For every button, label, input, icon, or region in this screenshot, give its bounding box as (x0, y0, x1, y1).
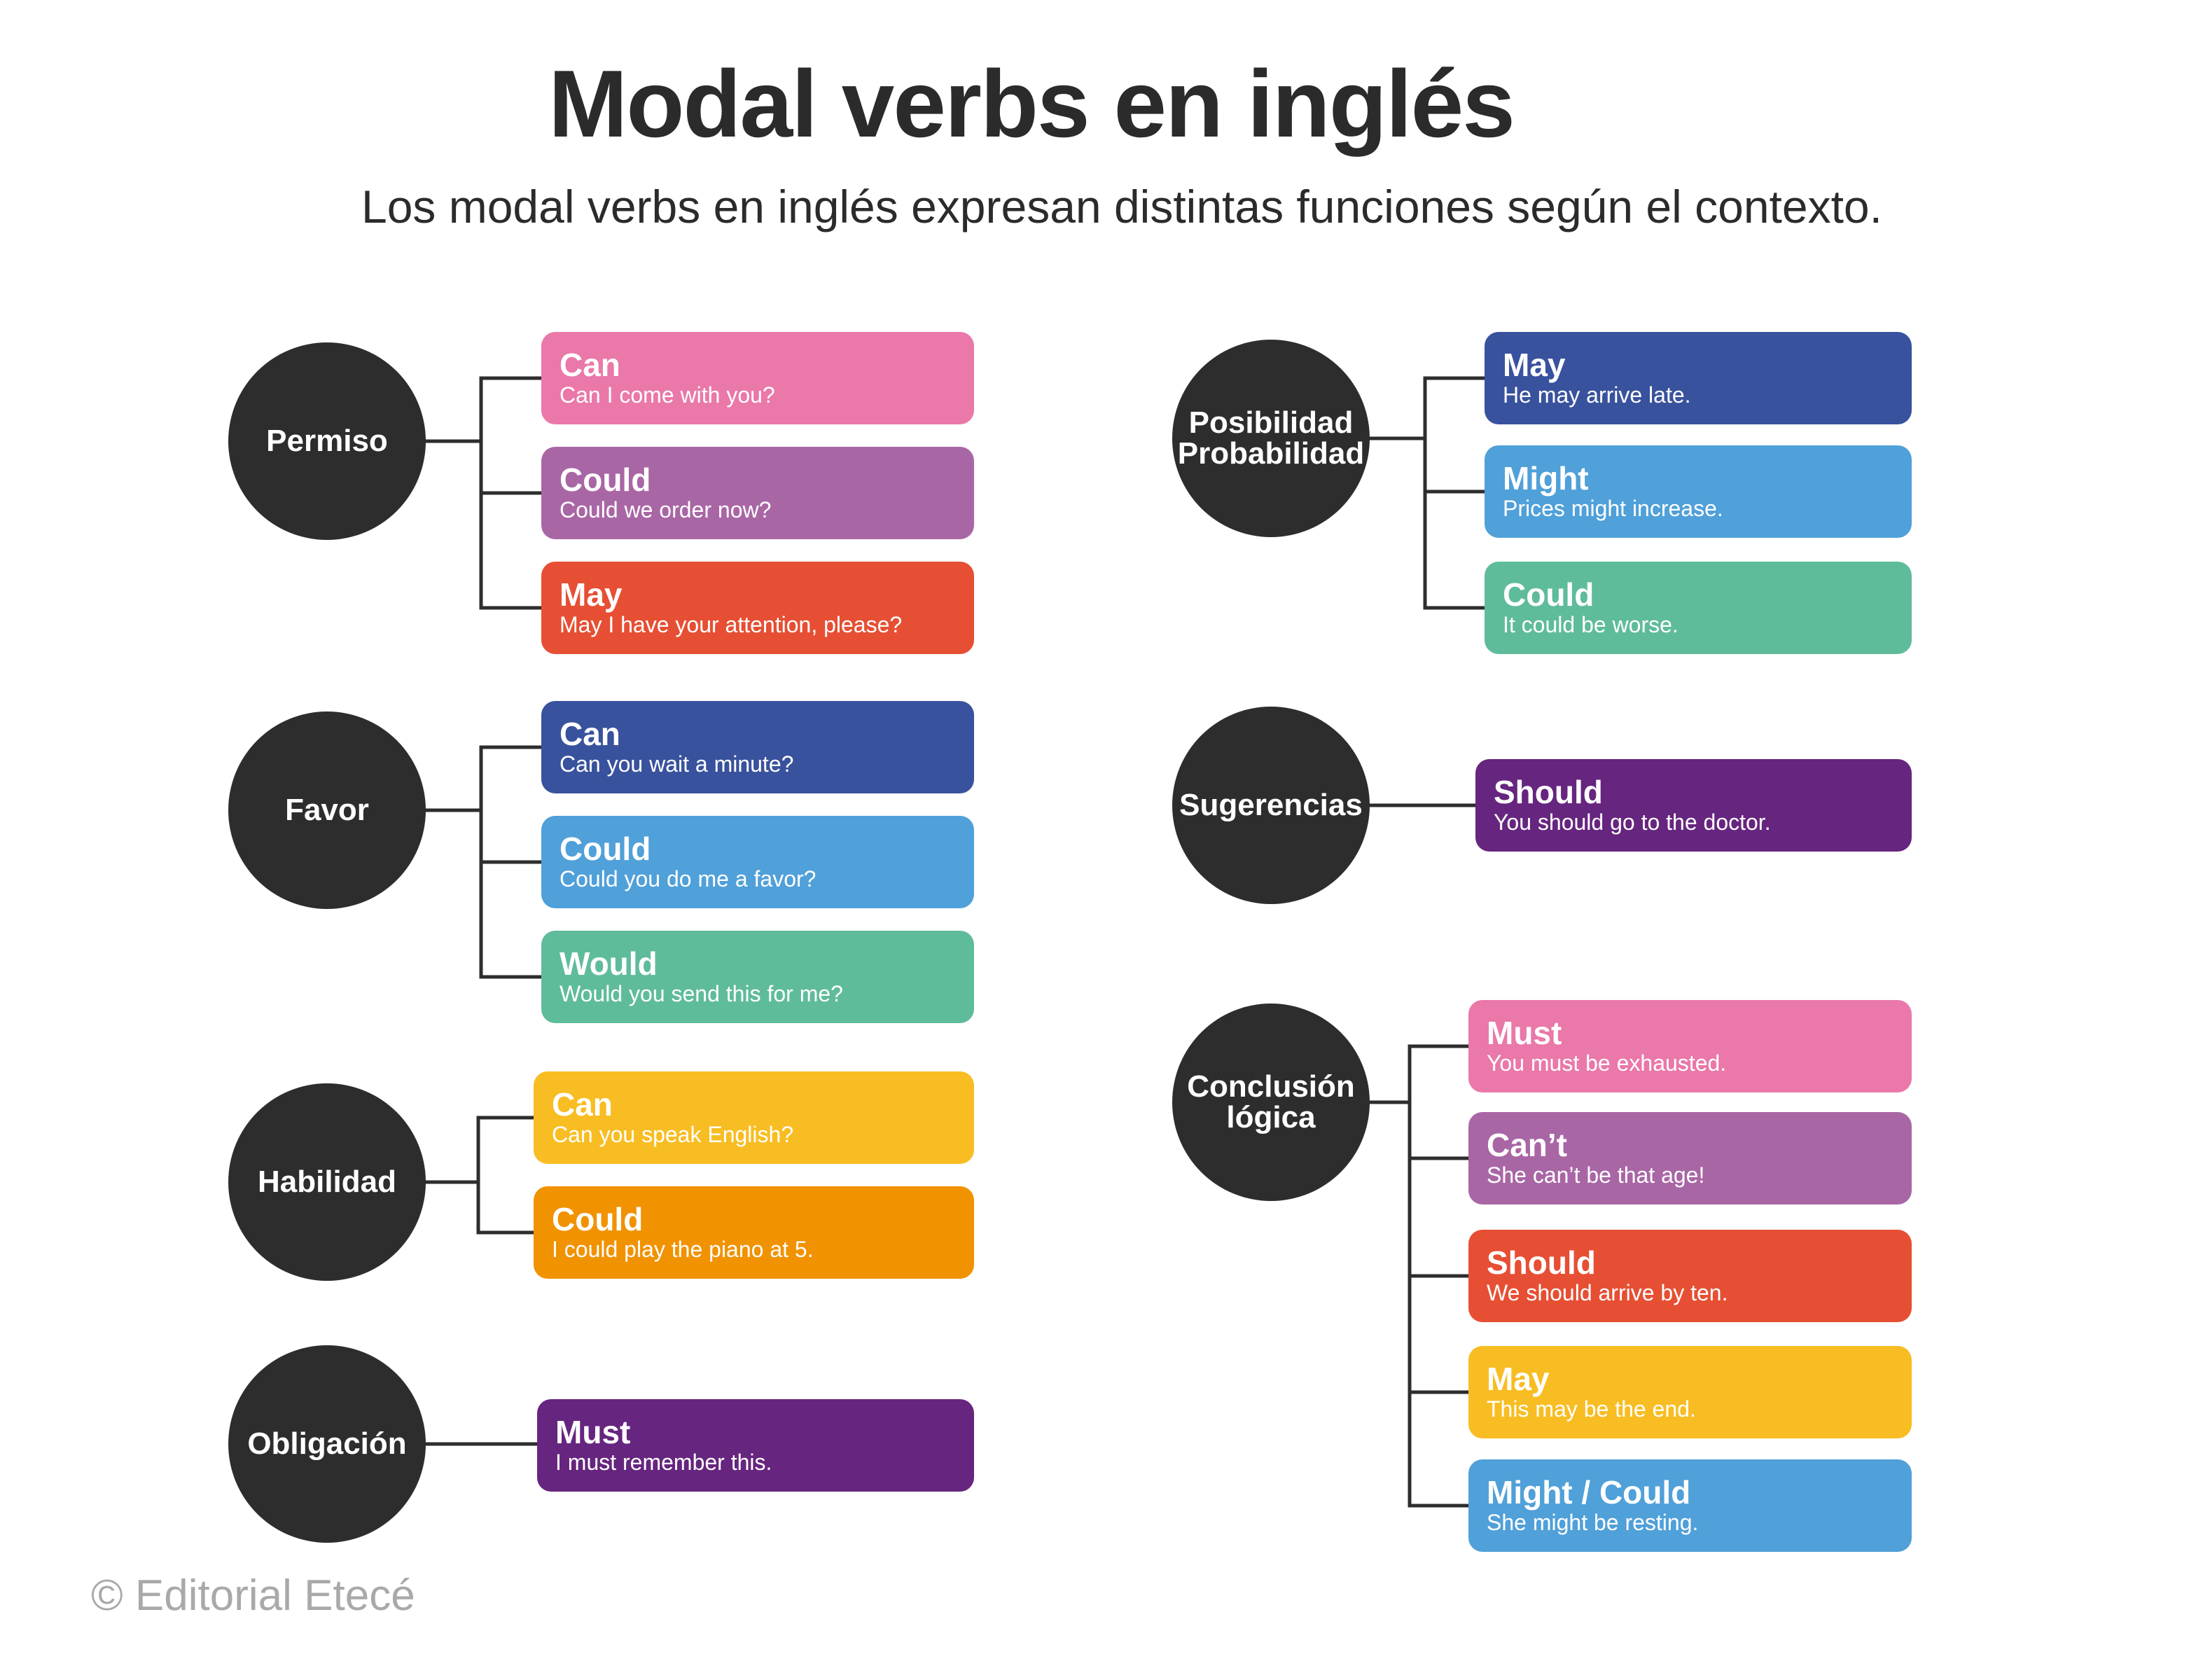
verb-label: Could (560, 830, 651, 867)
verb-example: I could play the piano at 5. (552, 1236, 814, 1262)
category-node-habilidad: Habilidad (228, 1083, 426, 1281)
verb-label: Might / Could (1487, 1473, 1691, 1511)
verb-example: She might be resting. (1487, 1509, 1699, 1535)
verb-label: Should (1487, 1244, 1596, 1281)
verb-label: Could (1503, 576, 1594, 613)
verb-label: Can (560, 346, 620, 383)
verb-example: Can I come with you? (560, 382, 775, 408)
verb-example: May I have your attention, please? (560, 611, 903, 637)
verb-label: Can (560, 715, 620, 752)
verb-example: She can’t be that age! (1487, 1162, 1705, 1188)
verb-label: Might (1503, 459, 1589, 497)
category-node-posibilidad-probabilidad: Posibilidad Probabilidad (1172, 340, 1370, 537)
verb-label: Would (560, 945, 658, 982)
verb-example: You must be exhausted. (1487, 1050, 1727, 1076)
verb-label: May (1503, 346, 1566, 383)
page-title: Modal verbs en inglés (548, 50, 1515, 157)
verb-example: He may arrive late. (1503, 382, 1691, 408)
verb-label: Can’t (1487, 1126, 1567, 1163)
category-node-favor: Favor (228, 711, 426, 909)
verb-example: Can you wait a minute? (560, 751, 794, 777)
category-node-sugerencias: Sugerencias (1172, 707, 1370, 904)
verb-label: Must (1487, 1014, 1562, 1051)
copyright-notice: © Editorial Etecé (91, 1571, 415, 1620)
page-subtitle: Los modal verbs en inglés expresan disti… (361, 181, 1882, 232)
verb-label: Must (555, 1413, 631, 1450)
verb-example: Would you send this for me? (560, 980, 843, 1006)
verb-example: I must remember this. (555, 1449, 772, 1475)
category-node-permiso: Permiso (228, 342, 426, 540)
verb-example: This may be the end. (1487, 1396, 1696, 1422)
verb-label: May (1487, 1360, 1550, 1397)
verb-label: May (560, 576, 623, 613)
verb-example: Could you do me a favor? (560, 866, 816, 891)
verb-label: Could (552, 1200, 644, 1237)
verb-example: We should arrive by ten. (1487, 1279, 1728, 1305)
verb-example: Can you speak English? (552, 1121, 794, 1147)
verb-example: Prices might increase. (1503, 495, 1723, 521)
verb-label: Should (1494, 773, 1603, 810)
verb-example: Could we order now? (560, 497, 772, 522)
verb-label: Could (560, 461, 651, 498)
verb-example: You should go to the doctor. (1494, 809, 1771, 835)
verb-example: It could be worse. (1503, 611, 1679, 637)
category-node-conclusion-logica: Conclusión lógica (1172, 1004, 1370, 1201)
category-node-obligacion: Obligación (228, 1345, 426, 1543)
verb-label: Can (552, 1085, 613, 1123)
